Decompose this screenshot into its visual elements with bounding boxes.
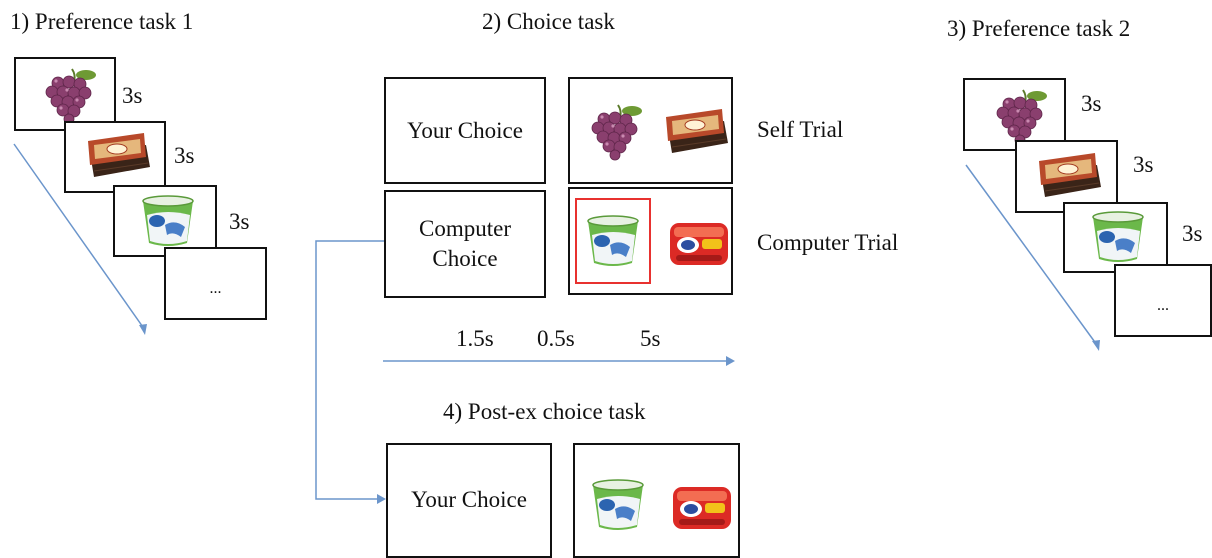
pref1-duration-2: 3s — [174, 143, 195, 168]
pref1-frame-grapes — [14, 57, 116, 131]
self-trial-label: Self Trial — [757, 117, 844, 142]
pref1-time-arrow — [13, 143, 147, 335]
preference-task-1-title: 1) Preference task 1 — [10, 9, 194, 34]
chocolate-bar-icon — [1038, 152, 1102, 198]
pref2-frame-grapes — [963, 78, 1066, 151]
pref1-frame-more: ... — [164, 247, 267, 320]
pref1-frame-yogurt — [113, 185, 217, 257]
your-choice-label: Your Choice — [407, 117, 523, 143]
pref2-frame-more: ... — [1114, 264, 1212, 337]
pref1-duration-1: 3s — [122, 83, 143, 108]
pref2-duration-2: 3s — [1133, 152, 1154, 177]
computer-choice-box: Computer Choice — [384, 190, 546, 298]
grapes-icon — [996, 89, 1048, 146]
pref1-duration-3: 3s — [229, 209, 250, 234]
timeline-arrow — [383, 356, 735, 366]
self-trial-options-box — [568, 77, 733, 184]
yogurt-cup-icon — [1092, 211, 1144, 263]
ellipsis: ... — [1157, 296, 1169, 314]
choice-task-title: 2) Choice task — [482, 9, 615, 34]
pref2-frame-yogurt — [1063, 202, 1168, 273]
post-ex-choice-task-title: 4) Post-ex choice task — [443, 399, 646, 424]
computer-trial-label: Computer Trial — [757, 230, 899, 255]
computer-choice-label-line1: Computer — [419, 216, 511, 241]
pref2-duration-3: 3s — [1182, 221, 1203, 246]
your-choice-box: Your Choice — [384, 77, 546, 184]
ellipsis: ... — [209, 279, 222, 297]
yogurt-cup-icon — [592, 479, 644, 531]
post-ex-options-box — [573, 443, 740, 558]
computer-choice-label-line2: Choice — [432, 246, 498, 271]
pref2-duration-1: 3s — [1081, 91, 1102, 116]
computer-trial-options-box — [568, 187, 733, 295]
red-package-icon — [673, 487, 731, 529]
post-ex-connector-arrow — [315, 240, 386, 504]
timeline-label-3: 5s — [640, 326, 661, 351]
pref2-time-arrow — [965, 164, 1100, 351]
selected-option-highlight — [575, 198, 651, 284]
timeline-label-1: 1.5s — [456, 326, 494, 351]
timeline-label-2: 0.5s — [537, 326, 575, 351]
post-ex-your-choice-box: Your Choice — [386, 443, 552, 558]
preference-task-2-title: 3) Preference task 2 — [947, 16, 1131, 41]
post-ex-your-choice-label: Your Choice — [411, 487, 527, 512]
